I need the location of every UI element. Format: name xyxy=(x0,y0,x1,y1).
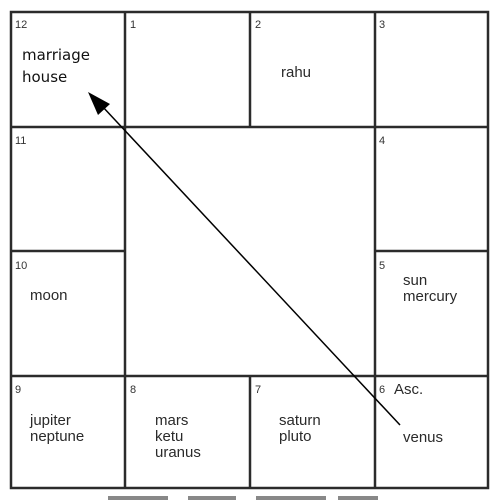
house-5: 5 sun mercury xyxy=(379,260,458,305)
house-4: 4 xyxy=(379,135,385,147)
house-number: 3 xyxy=(379,19,385,31)
house-1: 1 xyxy=(130,19,136,31)
house-number: 7 xyxy=(255,384,261,396)
ascendant-marker: Asc. xyxy=(394,381,423,398)
planet-label: jupiter xyxy=(29,412,71,429)
planet-label: mars xyxy=(155,412,188,429)
house-label-line-1: marriage xyxy=(22,46,90,64)
planet-label: sun xyxy=(403,272,427,289)
house-number: 4 xyxy=(379,135,385,147)
grid-lines xyxy=(11,12,488,488)
arrowhead-icon xyxy=(88,92,110,115)
house-number: 9 xyxy=(15,384,21,396)
house-number: 1 xyxy=(130,19,136,31)
house-9: 9 jupiter neptune xyxy=(15,384,84,445)
house-number: 5 xyxy=(379,260,385,272)
house-6: 6 Asc. venus xyxy=(379,381,443,446)
house-number: 2 xyxy=(255,19,261,31)
planet-label: venus xyxy=(403,429,443,446)
house-label-line-2: house xyxy=(22,68,67,86)
house-3: 3 xyxy=(379,19,385,31)
bottom-fragment xyxy=(108,496,378,500)
planet-label: rahu xyxy=(281,64,311,81)
house-number: 11 xyxy=(15,135,26,147)
house-2: 2 rahu xyxy=(255,19,311,81)
arrow xyxy=(88,92,401,426)
house-number: 10 xyxy=(15,260,27,272)
planet-label: uranus xyxy=(155,444,201,461)
planet-label: moon xyxy=(30,287,68,304)
house-10: 10 moon xyxy=(15,260,68,304)
planet-label: saturn xyxy=(279,412,321,429)
house-7: 7 saturn pluto xyxy=(255,384,321,445)
house-number: 12 xyxy=(15,19,27,31)
planet-label: neptune xyxy=(30,428,84,445)
house-number: 6 xyxy=(379,384,385,396)
house-11: 11 xyxy=(15,135,26,147)
house-12: 12 marriage house xyxy=(15,19,90,86)
planet-label: ketu xyxy=(155,428,183,445)
planet-label: pluto xyxy=(279,428,312,445)
house-number: 8 xyxy=(130,384,136,396)
arrow-shaft xyxy=(101,105,401,426)
house-8: 8 mars ketu uranus xyxy=(130,384,201,461)
planet-label: mercury xyxy=(403,288,458,305)
